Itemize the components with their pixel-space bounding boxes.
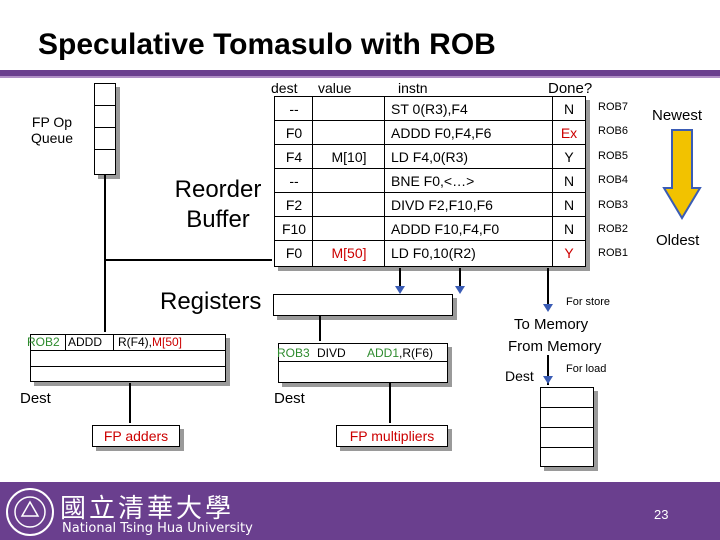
rob-value-cell: M[50]	[331, 245, 367, 261]
rob-done-cell: N	[563, 221, 575, 237]
rob-instn-cell: DIVD F2,F10,F6	[391, 197, 493, 213]
university-seal-icon	[6, 488, 54, 536]
university-name-english: National Tsing Hua University	[62, 521, 253, 536]
adder-rs-tag: ROB2	[27, 335, 60, 349]
title-divider	[0, 70, 720, 76]
mult-rs-row: ROB3 DIVD ADD1,R(F6)	[277, 344, 447, 362]
rob-dest-cell: F10	[281, 221, 307, 237]
memory-dest-label: Dest	[505, 368, 534, 384]
mult-rs-operands: ADD1,R(F6)	[367, 346, 434, 360]
load-buffers	[540, 387, 594, 467]
rob-entry-name: ROB2	[598, 223, 628, 235]
header-done: Done?	[548, 80, 593, 97]
fp-adder-reservation-stations: ROB2 ADDD R(F4),M[50]	[27, 334, 226, 382]
rob-done-cell: N	[563, 197, 575, 213]
header-instn: instn	[398, 80, 428, 96]
rob-row: -- ST 0(R3),F4 N	[275, 97, 585, 121]
rob-done-cell: N	[563, 173, 575, 189]
rob-done-cell: Ex	[560, 125, 578, 141]
rob-row: -- BNE F0,<…> N	[275, 169, 585, 193]
title-divider-light	[0, 76, 720, 78]
adder-rs-op: ADDD	[65, 335, 102, 350]
rob-row: F0 M[50] LD F0,10(R2) Y	[275, 241, 585, 265]
for-store-label: For store	[566, 296, 611, 308]
multiplier-dest-label: Dest	[274, 390, 305, 407]
rob-row: F2 DIVD F2,F10,F6 N	[275, 193, 585, 217]
rob-instn-cell: LD F0,10(R2)	[391, 245, 476, 261]
from-memory-label: From Memory	[508, 338, 602, 355]
mult-rs-op: DIVD	[317, 346, 346, 360]
footer-bar	[0, 482, 720, 540]
adder-dest-label: Dest	[20, 390, 51, 407]
rob-value-cell: M[10]	[331, 149, 367, 165]
header-value: value	[318, 80, 352, 96]
page-title: Speculative Tomasulo with ROB	[38, 28, 496, 61]
to-memory-label: To Memory	[514, 316, 589, 333]
fp-multipliers-unit: FP multipliers	[336, 425, 448, 447]
datapath-lines	[104, 175, 553, 423]
mult-rs-tag: ROB3	[277, 346, 310, 360]
page-number: 23	[654, 507, 669, 522]
rob-entry-name: ROB1	[598, 247, 628, 260]
adder-rs-row: ROB2 ADDD R(F4),M[50]	[27, 335, 225, 351]
reorder-buffer-label: Reorder Buffer	[174, 176, 262, 233]
rob-dest-cell: F2	[285, 197, 303, 213]
for-load-label: For load	[566, 363, 607, 375]
rob-entry-name: ROB4	[598, 174, 628, 187]
rob-entry-name: ROB3	[598, 198, 628, 211]
fp-op-queue-label: FP Op Queue	[30, 114, 74, 146]
rob-done-cell: N	[563, 101, 575, 117]
rob-instn-cell: ADDD F10,F4,F0	[391, 221, 500, 237]
rob-done-cell: Y	[564, 149, 574, 165]
rob-instn-cell: BNE F0,<…>	[391, 173, 475, 189]
newest-label: Newest	[652, 107, 703, 124]
rob-instn-cell: LD F4,0(R3)	[391, 149, 469, 165]
rob-dest-cell: --	[289, 101, 299, 117]
rob-dest-cell: F0	[285, 245, 303, 261]
fp-multiplier-reservation-stations: ROB3 DIVD ADD1,R(F6)	[277, 343, 448, 383]
registers-label: Registers	[160, 288, 262, 315]
rob-instn-cell: ST 0(R3),F4	[391, 101, 468, 117]
register-file	[273, 294, 453, 316]
oldest-label: Oldest	[656, 232, 700, 249]
age-arrow-icon	[662, 129, 702, 220]
rob-dest-cell: F0	[285, 125, 303, 141]
rob-row: F4 M[10] LD F4,0(R3) Y	[275, 145, 585, 169]
rob-done-cell: Y	[564, 245, 574, 261]
header-dest: dest	[271, 80, 298, 96]
rob-entry-name: ROB7	[598, 101, 628, 113]
rob-entry-name: ROB6	[598, 125, 628, 138]
fp-op-queue	[94, 83, 116, 175]
rob-instn-cell: ADDD F0,F4,F6	[391, 125, 492, 141]
rob-dest-cell: F4	[285, 149, 303, 165]
adder-rs-operands: R(F4),M[50]	[113, 335, 182, 350]
fp-adders-unit: FP adders	[92, 425, 180, 447]
rob-row: F10 ADDD F10,F4,F0 N	[275, 217, 585, 241]
rob-row: F0 ADDD F0,F4,F6 Ex	[275, 121, 585, 145]
rob-entry-name: ROB5	[598, 149, 628, 162]
rob-dest-cell: --	[289, 173, 299, 189]
university-name-chinese: 國立清華大學	[60, 494, 235, 524]
